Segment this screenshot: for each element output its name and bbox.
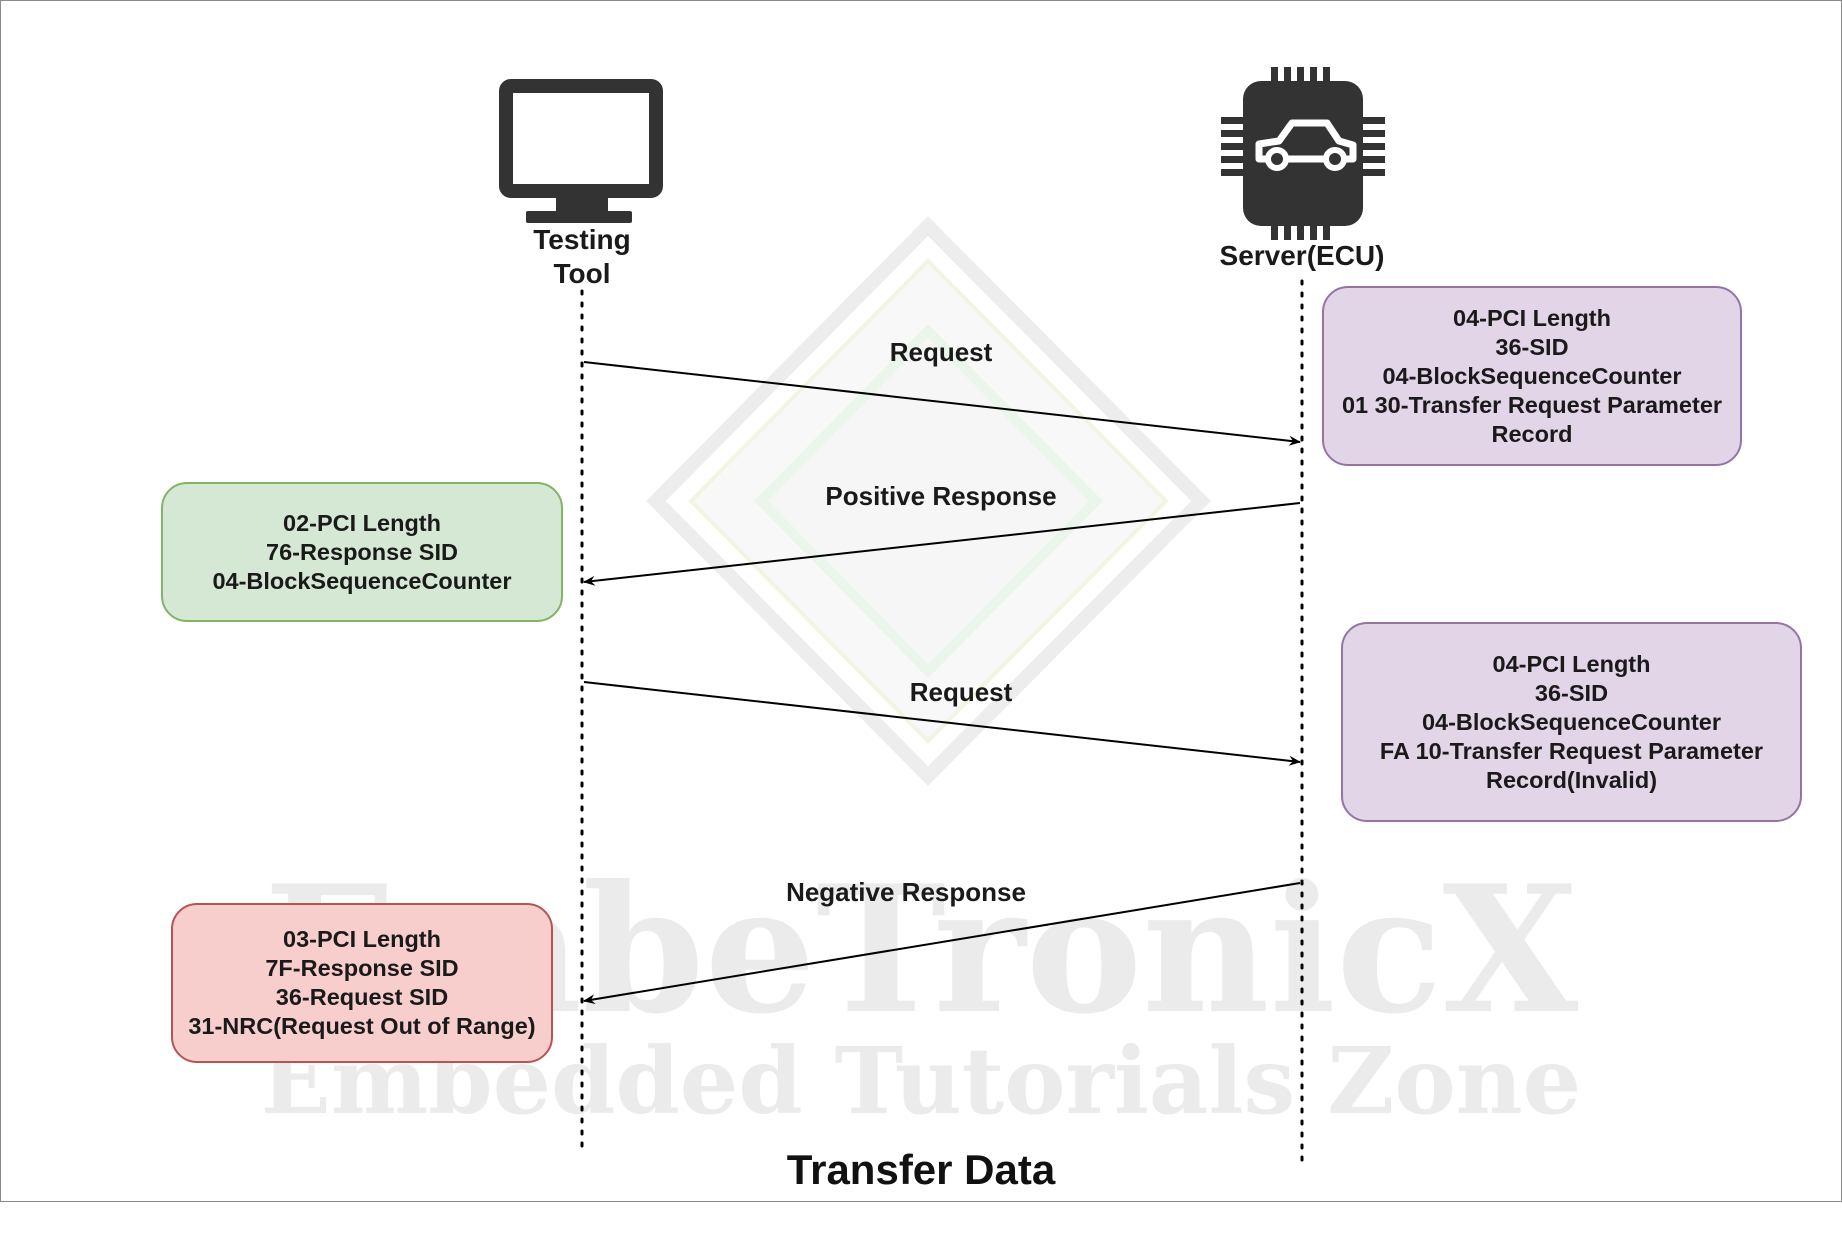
note-line: FA 10-Transfer Request Parameter: [1379, 737, 1764, 764]
note-line: 04-BlockSequenceCounter: [1421, 708, 1722, 735]
note-line: Record(Invalid): [1485, 766, 1658, 793]
message-label-request-1: Request: [889, 337, 993, 367]
server-ecu-label: Server(ECU): [1219, 240, 1385, 271]
testing-tool-label-line2: Tool: [553, 258, 611, 289]
message-label-request-2: Request: [909, 677, 1013, 707]
message-arrow-negative-response: [583, 882, 1301, 1005]
request-2-note: 04-PCI Length 36-SID 04-BlockSequenceCou…: [1341, 622, 1802, 822]
message-arrow-request-2: [583, 681, 1301, 766]
request-1-note: 04-PCI Length 36-SID 04-BlockSequenceCou…: [1322, 286, 1742, 466]
note-line: 02-PCI Length: [283, 509, 441, 536]
message-arrow-positive-response: [583, 502, 1301, 586]
note-line: 01 30-Transfer Request Parameter: [1341, 391, 1723, 418]
testing-tool-label: Testing Tool: [482, 223, 682, 291]
sequence-diagram: [499, 67, 1385, 1168]
diagram-canvas: EmbeTronicX Embedded Tutorials Zone: [0, 0, 1842, 1202]
note-line: Record: [1491, 420, 1573, 447]
note-line: 31-NRC(Request Out of Range): [188, 1013, 536, 1039]
message-arrow-request-1: [583, 361, 1301, 446]
note-line: 04-BlockSequenceCounter: [1382, 362, 1682, 389]
note-line: 03-PCI Length: [283, 926, 441, 952]
note-line: 36-SID: [1534, 679, 1609, 706]
note-line: 7F-Response SID: [265, 955, 459, 981]
note-line: 04-BlockSequenceCounter: [212, 567, 512, 594]
monitor-icon: [499, 79, 663, 223]
watermark-logo: [646, 216, 1211, 786]
message-label-positive-response: Positive Response: [825, 481, 1057, 511]
note-line: 36-SID: [1495, 333, 1569, 360]
testing-tool-label-line1: Testing: [533, 224, 631, 255]
ecu-chip-car-icon: [1221, 67, 1385, 240]
note-line: 36-Request SID: [275, 984, 449, 1010]
positive-response-note: 02-PCI Length 76-Response SID 04-BlockSe…: [161, 482, 563, 622]
message-label-negative-response: Negative Response: [786, 877, 1026, 907]
note-line: 76-Response SID: [266, 538, 458, 565]
negative-response-note: 03-PCI Length 7F-Response SID 36-Request…: [171, 903, 553, 1063]
note-line: 04-PCI Length: [1492, 650, 1651, 677]
note-line: 04-PCI Length: [1453, 304, 1611, 331]
diagram-title: Transfer Data: [786, 1146, 1056, 1193]
